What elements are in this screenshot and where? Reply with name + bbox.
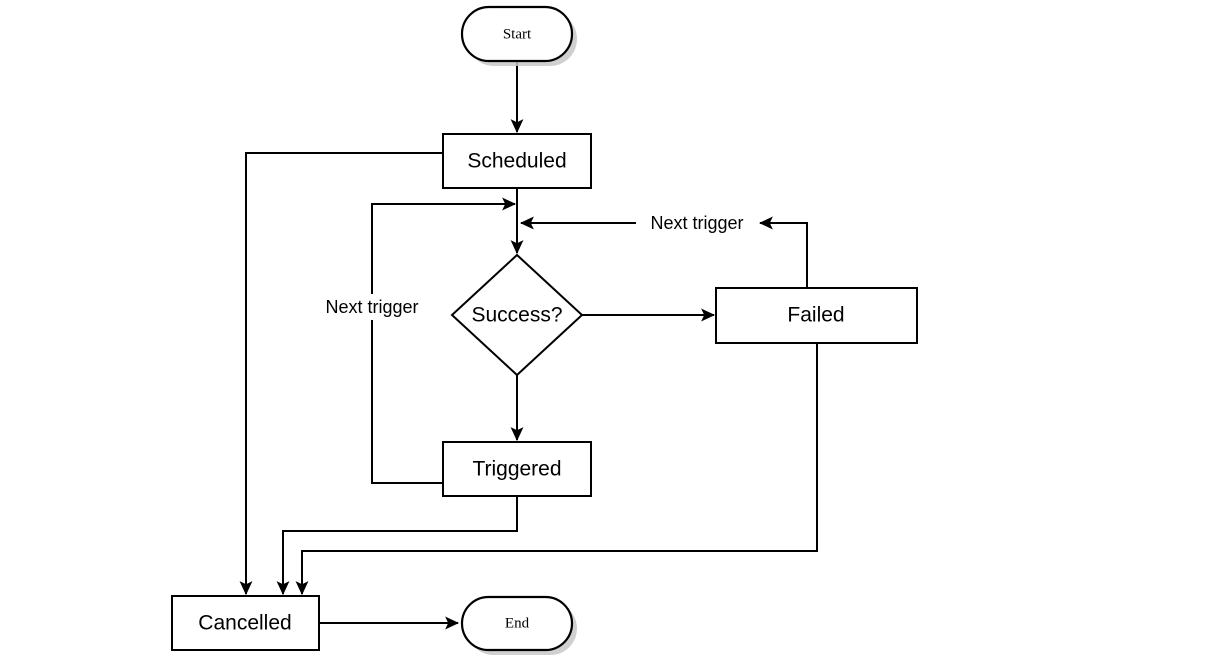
edge-scheduled-to-cancelled [239,152,443,596]
edge-labels-layer: Next trigger Next trigger [313,210,756,320]
node-start[interactable]: Start [460,5,577,66]
label-next-trigger-right-bg [638,210,756,236]
node-cancelled[interactable]: Cancelled [171,595,320,651]
edge-label-next-trigger-left: Next trigger [325,297,418,317]
node-start-label: Start [503,26,532,42]
success-shape [450,253,584,377]
node-success[interactable]: Success? [450,253,584,377]
cancelled-shape [171,595,320,651]
triggered-shape [442,441,592,497]
node-end[interactable]: End [460,595,577,655]
node-scheduled[interactable]: Scheduled [442,133,592,189]
node-cancelled-label: Cancelled [198,612,291,635]
node-triggered-label: Triggered [472,458,561,481]
node-scheduled-label: Scheduled [467,150,566,173]
node-failed-label: Failed [787,304,844,327]
edge-label-next-trigger-right: Next trigger [650,213,743,233]
node-failed[interactable]: Failed [715,287,918,344]
edge-failed-to-cancelled [295,343,818,596]
node-triggered[interactable]: Triggered [442,441,592,497]
label-next-trigger-left-bg [313,294,431,320]
edge-triggered-to-success [371,197,517,484]
node-end-label: End [505,615,530,631]
start-shape [460,5,574,63]
edge-failed-to-success [758,216,808,288]
edges-layer [239,61,818,630]
end-shape [460,595,574,652]
node-success-label: Success? [471,304,562,327]
scheduled-shape [442,133,592,189]
failed-shape [715,287,918,344]
nodes-layer: Start Scheduled Success? Failed Triggere… [171,5,918,655]
edge-triggered-to-cancelled [276,496,518,596]
